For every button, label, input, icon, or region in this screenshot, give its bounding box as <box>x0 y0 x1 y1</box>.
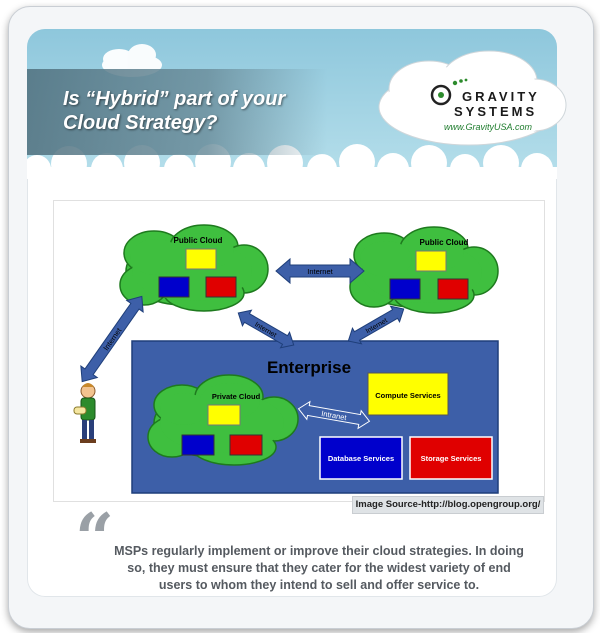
brand-name-line-1: GRAVITY <box>462 89 540 104</box>
gravity-orbit-icon <box>430 78 468 106</box>
page-title: Is “Hybrid” part of your Cloud Strategy? <box>63 87 303 135</box>
public-cloud-left-label: Public Cloud <box>174 236 223 245</box>
public-cloud-right: Public Cloud <box>349 226 499 314</box>
public-cloud-right-label: Public Cloud <box>420 238 469 247</box>
compute-services-box <box>367 372 449 416</box>
brand-name-line-2: SYSTEMS <box>454 104 538 119</box>
quote-text: MSPs regularly implement or improve thei… <box>114 544 524 592</box>
title-band <box>27 69 327 155</box>
internet-left-label: Internet <box>101 326 123 353</box>
blue-block <box>158 276 190 298</box>
internet-top-label: Internet <box>307 267 333 276</box>
quote-icon: “ <box>75 499 115 579</box>
red-block <box>229 434 263 456</box>
database-services-label: Database Services <box>328 454 394 463</box>
private-cloud-label: Private Cloud <box>212 392 261 401</box>
intranet-arrow: Intranet <box>297 400 371 430</box>
database-services-box <box>319 436 403 480</box>
title-line-2: Cloud Strategy? <box>63 112 218 134</box>
yellow-block <box>207 404 241 426</box>
brand-url: www.GravityUSA.com <box>444 122 533 132</box>
public-cloud-left: Public Cloud <box>119 224 269 312</box>
image-source-caption: Image Source-http://blog.opengroup.org/ <box>352 496 544 514</box>
red-block <box>437 278 469 300</box>
storage-services-box <box>409 436 493 480</box>
blue-block <box>389 278 421 300</box>
logo-cloud-icon <box>378 50 567 146</box>
hybrid-cloud-diagram: Enterprise Public Cloud <box>53 200 545 502</box>
title-line-1: Is “Hybrid” part of your <box>63 88 286 110</box>
blue-block <box>181 434 215 456</box>
yellow-block <box>185 248 217 270</box>
yellow-block <box>415 250 447 272</box>
private-cloud: Private Cloud <box>147 374 299 466</box>
red-block <box>205 276 237 298</box>
enterprise-label: Enterprise <box>267 358 351 377</box>
user-person-icon <box>73 383 96 443</box>
compute-services-label: Compute Services <box>375 391 440 400</box>
storage-services-label: Storage Services <box>421 454 482 463</box>
infographic-frame: Is “Hybrid” part of your Cloud Strategy?… <box>8 6 594 629</box>
internet-arrow-top: Internet <box>275 257 365 285</box>
